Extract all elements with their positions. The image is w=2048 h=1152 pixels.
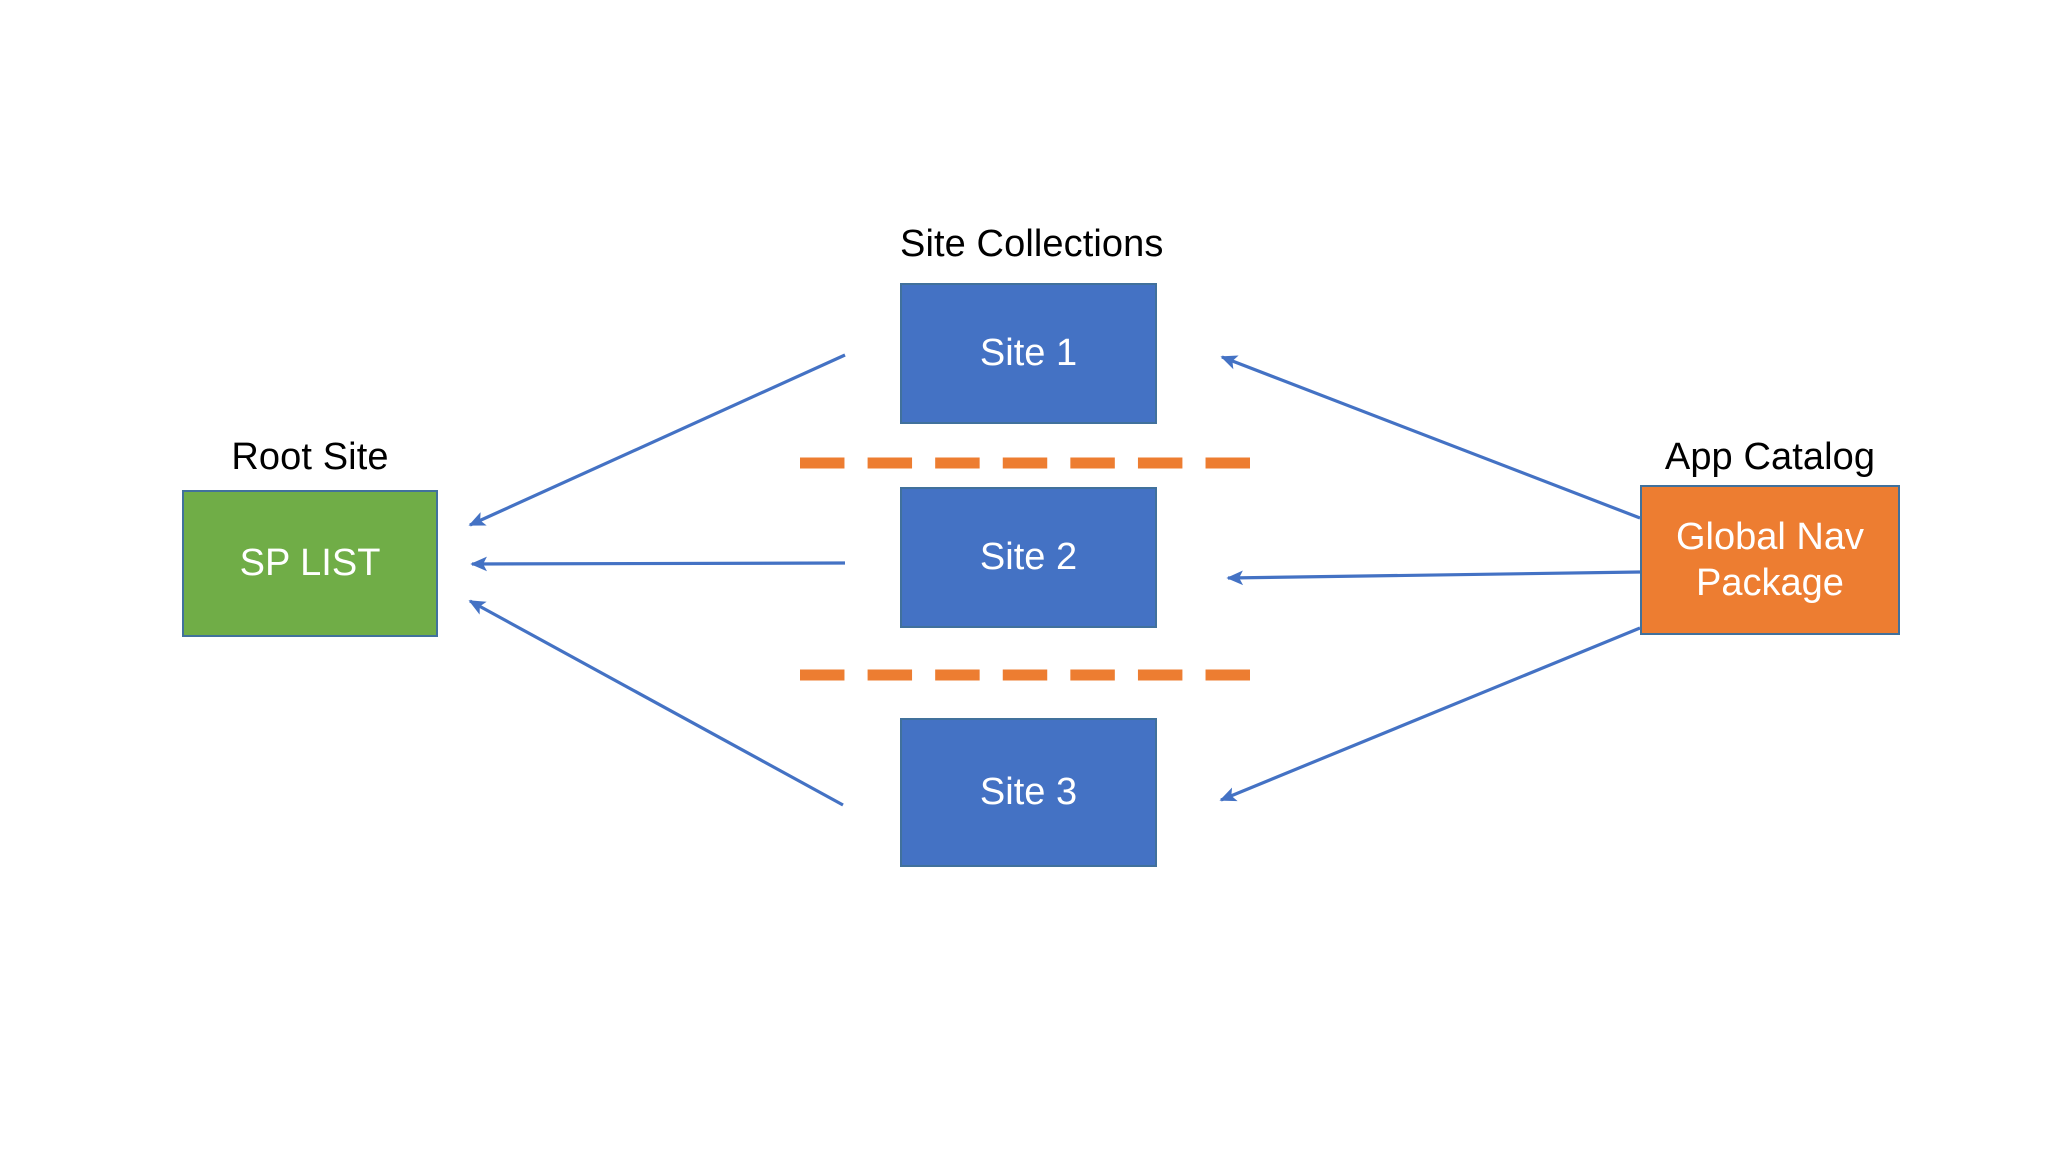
- app-catalog-to-site-1: [1220, 355, 1641, 520]
- node-site-2[interactable]: Site 2: [900, 487, 1157, 628]
- root-site-to-site-3: [468, 599, 844, 807]
- divider-upper-dash: [1137, 457, 1183, 469]
- node-site-2-label: Site 2: [979, 536, 1078, 579]
- divider-lower-dash: [1137, 669, 1183, 681]
- node-global-nav-package-label: Global Nav Package: [1676, 515, 1864, 604]
- node-sp-list-label: SP LIST: [239, 542, 381, 585]
- caption-root-site: Root Site: [231, 436, 389, 478]
- divider-lower-dash: [935, 669, 980, 681]
- divider-upper-dash: [935, 457, 980, 469]
- divider-upper-dash: [800, 457, 845, 469]
- app-catalog-to-site-3: [1219, 626, 1641, 802]
- caption-app-catalog: App Catalog: [1664, 436, 1876, 478]
- divider-lower-dash: [867, 669, 913, 681]
- divider-lower-dash: [800, 669, 845, 681]
- node-site-1-label: Site 1: [979, 332, 1078, 375]
- divider-lower-dash: [1205, 669, 1250, 681]
- node-site-3-label: Site 3: [979, 771, 1078, 814]
- divider-lower-dash: [1002, 669, 1048, 681]
- divider-upper-dash: [867, 457, 913, 469]
- node-site-1[interactable]: Site 1: [900, 283, 1157, 424]
- divider-upper-dash: [1070, 457, 1115, 469]
- site-1-to-root-site: [468, 353, 846, 527]
- app-catalog-to-site-2: [1226, 570, 1641, 586]
- divider-upper-dash: [1002, 457, 1048, 469]
- caption-site-collections: Site Collections: [900, 223, 1164, 265]
- divider-upper-dash: [1205, 457, 1250, 469]
- node-global-nav-package[interactable]: Global Nav Package: [1640, 485, 1900, 635]
- node-site-3[interactable]: Site 3: [900, 718, 1157, 867]
- divider-lower-dash: [1070, 669, 1115, 681]
- node-sp-list[interactable]: SP LIST: [182, 490, 438, 637]
- site-2-to-root-site: [470, 556, 846, 572]
